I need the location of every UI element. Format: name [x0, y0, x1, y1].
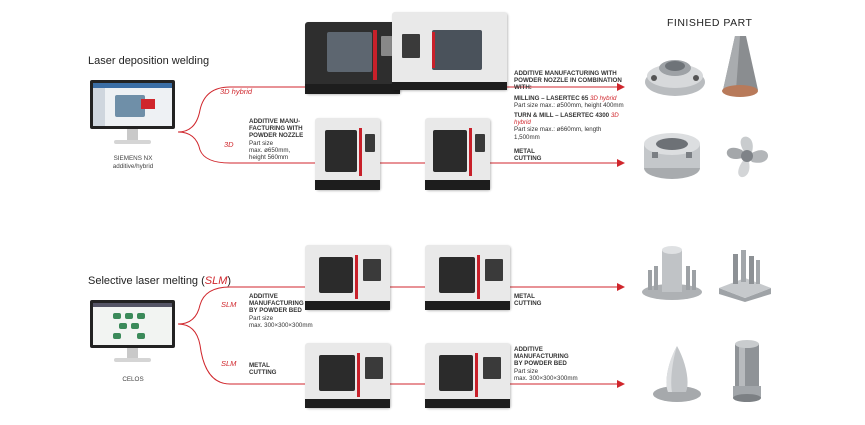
finished-part-heading: FINISHED PART: [667, 17, 753, 29]
metal-cutting-machine-ldw: [425, 118, 490, 190]
tag-3d: 3D: [224, 140, 234, 149]
slm-metal-cutting-machine-upper: [425, 245, 510, 310]
finished-part-slm-3: [653, 346, 701, 402]
caption-ldw-hybrid: ADDITIVE MANUFACTURING WITH POWDER NOZZL…: [514, 70, 624, 141]
tag-slm-lower: SLM: [221, 359, 237, 368]
connector-ldw-3d: [177, 131, 625, 167]
caption-ldw-metal-cutting: METAL CUTTING: [514, 148, 542, 163]
finished-part-slm-2: [719, 250, 771, 302]
finished-part-hybrid-2: [722, 36, 758, 97]
caption-ldw-additive: ADDITIVE MANU- FACTURING WITH POWDER NOZ…: [249, 118, 304, 162]
lasertec-3d-machine: [315, 118, 380, 190]
tag-slm-upper: SLM: [221, 300, 237, 309]
slm-additive-machine-lower: [425, 343, 510, 408]
finished-part-slm-1: [642, 246, 702, 300]
celos-caption: CELOS: [122, 376, 144, 383]
siemens-nx-monitor: [90, 80, 175, 150]
slm-metal-cutting-machine-lower: [305, 343, 390, 408]
celos-monitor: [90, 300, 175, 368]
finished-part-slm-4: [733, 340, 761, 402]
slm-additive-machine-upper: [305, 245, 390, 310]
lasertec-65-hybrid-machine: [305, 22, 400, 94]
siemens-nx-caption: SIEMENS NX additive/hybrid: [112, 155, 154, 170]
finished-part-3d-2: [726, 136, 769, 178]
slm-section-title: Selective laser melting (SLM): [88, 275, 232, 287]
caption-slm-upper-metal-cutting: METAL CUTTING: [514, 293, 542, 308]
lasertec-4300-hybrid-machine: [392, 12, 507, 90]
tag-3d-hybrid: 3D hybrid: [220, 87, 253, 96]
connector-slm-lower: [177, 323, 625, 388]
connector-slm-upper: [177, 283, 625, 325]
caption-slm-lower-metal-cutting: METAL CUTTING: [249, 362, 277, 377]
ldw-section-title: Laser deposition welding: [88, 55, 210, 67]
caption-slm-lower-additive: ADDITIVE MANUFACTURING BY POWDER BED Par…: [514, 346, 578, 382]
caption-slm-upper-additive: ADDITIVE MANUFACTURING BY POWDER BED Par…: [249, 293, 313, 329]
connector-ldw-hybrid: [177, 83, 625, 133]
finished-part-3d-1: [644, 133, 700, 179]
finished-part-hybrid-1: [645, 60, 705, 96]
